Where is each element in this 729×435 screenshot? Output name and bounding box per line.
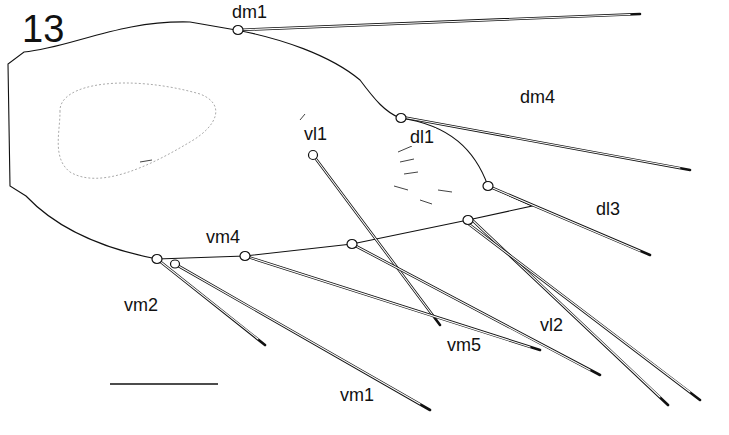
seta	[466, 222, 690, 392]
seta	[470, 218, 660, 397]
scale-bar	[110, 383, 218, 385]
hair	[400, 159, 414, 162]
setae	[157, 14, 700, 410]
seta	[466, 222, 700, 400]
socket	[483, 182, 493, 191]
seta	[352, 244, 600, 375]
hair	[438, 190, 452, 192]
seta	[238, 14, 640, 30]
socket	[309, 151, 318, 160]
socket	[463, 216, 473, 225]
seta-label: vl1	[302, 125, 329, 143]
seta-label: vm1	[338, 386, 376, 404]
seta-label: vl2	[538, 316, 565, 334]
seta-label: vm2	[122, 296, 160, 314]
hair	[404, 172, 418, 174]
figure-number: 13	[20, 10, 66, 48]
setal-sockets	[152, 26, 493, 269]
seta	[402, 117, 690, 170]
socket	[396, 114, 406, 123]
seta-label: dl1	[408, 128, 436, 146]
seta	[313, 155, 434, 317]
seta-label: dm1	[230, 3, 269, 21]
seta-label: dl3	[594, 200, 622, 218]
socket	[233, 26, 243, 35]
seta	[245, 256, 530, 347]
seta	[175, 264, 420, 404]
seta	[157, 259, 258, 339]
socket	[171, 260, 180, 268]
seta	[238, 15, 630, 31]
seta-label: vm5	[445, 336, 483, 354]
hair	[420, 200, 432, 204]
hair	[398, 146, 412, 152]
seta-label: vm4	[204, 228, 242, 246]
seta	[352, 244, 590, 370]
seta-label: dm4	[518, 88, 557, 106]
seta	[402, 117, 680, 168]
oval-mark	[140, 160, 152, 162]
socket	[347, 240, 357, 249]
hair	[394, 186, 408, 190]
socket	[240, 252, 250, 261]
seta	[488, 186, 640, 251]
inner-oval	[58, 83, 216, 178]
seta	[175, 264, 430, 410]
seta	[313, 155, 440, 325]
seta	[245, 256, 540, 350]
seta	[488, 186, 650, 255]
seta	[157, 259, 265, 345]
hair	[300, 114, 305, 120]
segment-outline	[8, 22, 532, 259]
socket	[152, 255, 162, 264]
small-hairs	[300, 114, 452, 204]
